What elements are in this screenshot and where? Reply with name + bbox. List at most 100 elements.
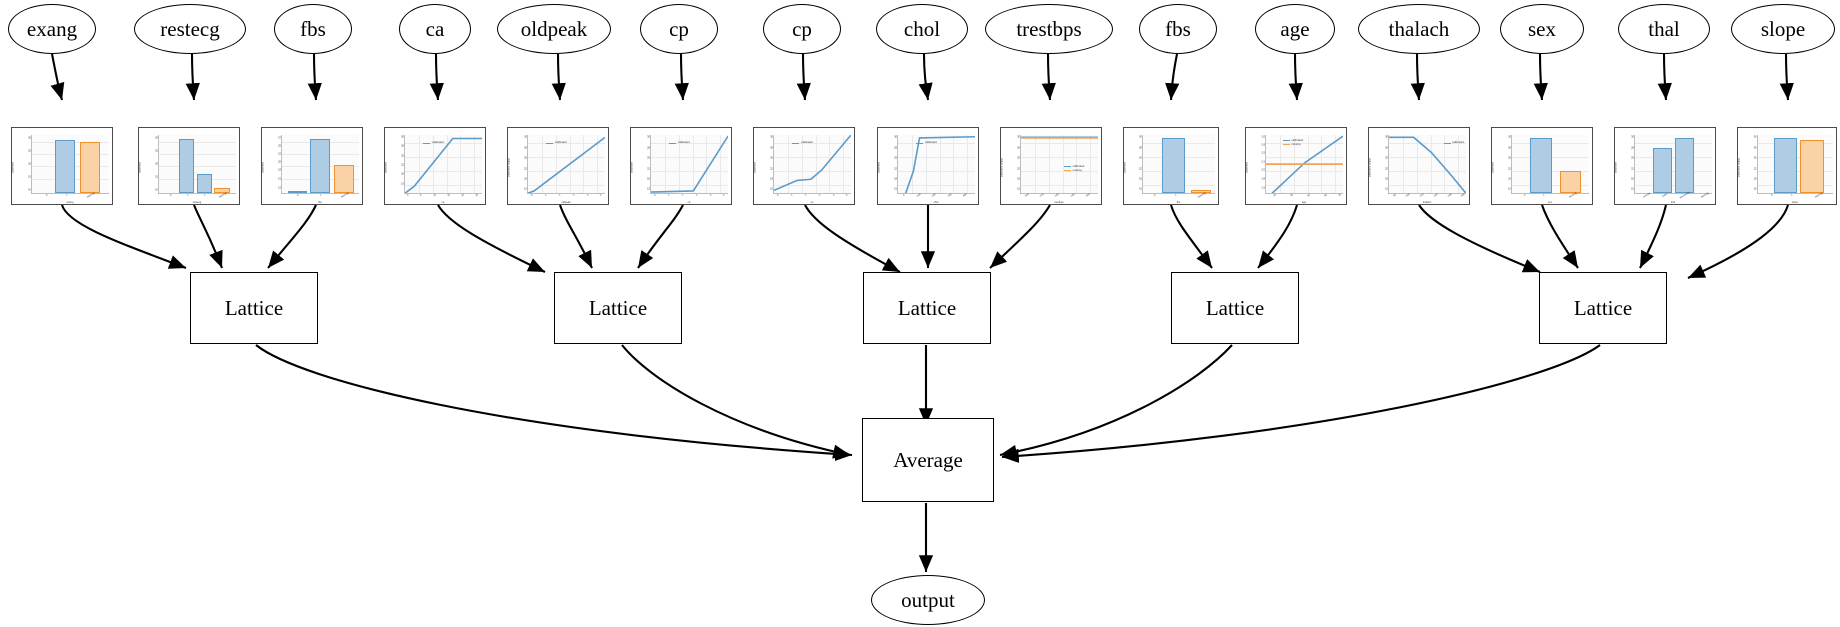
x-tick: 0 (653, 193, 657, 198)
x-tick: 5 (845, 193, 849, 198)
calibration-plot-cp-1[interactable]: 30 28 25 22 18 15 0 1 2 3 4 5 calibrated… (630, 127, 732, 205)
y-axis-label: calibrated output (507, 157, 511, 178)
feature-node-fbs-1[interactable]: fbs (274, 4, 352, 54)
x-tick: missing (1700, 191, 1710, 199)
calibration-plot-fbs-1[interactable]: 27 25 22 20 18 15 12 0 1 missing calibra… (261, 127, 363, 205)
calibration-plot-fbs-2[interactable]: 30 28 25 22 18 15 0 1 missing calibrated… (1123, 127, 1219, 205)
lattice-node-5[interactable]: Lattice (1539, 272, 1667, 344)
y-tick: 2.5 (1261, 151, 1265, 155)
lattice-node-3[interactable]: Lattice (863, 272, 991, 344)
y-axis-label: calibrated (261, 161, 265, 174)
plot-axes: 30 28 25 22 18 15 0 1 2 3 4 5 calibrated (524, 134, 605, 198)
y-tick: 18 (278, 168, 281, 172)
calibrated-line (651, 135, 728, 193)
y-tick: 30 (647, 135, 650, 139)
y-tick: 30 (770, 135, 773, 139)
y-tick: 25 (401, 154, 404, 158)
lattice-node-2[interactable]: Lattice (554, 272, 682, 344)
calibration-plot-exang[interactable]: 30 25 20 15 10 0 1 missing calibrated ex… (11, 127, 113, 205)
x-tick: 0 (1523, 193, 1527, 198)
plot-axes: 30 28 25 22 18 15 0 1 2 3 4 5 calibrated (770, 134, 851, 198)
calibration-plot-age[interactable]: 3.0 2.8 2.5 2.2 2.0 1.8 1.5 30 40 50 60 … (1245, 127, 1347, 205)
calibration-plot-thalach[interactable]: 30 28 25 22 18 15 80 100 120 140 160 180… (1368, 127, 1470, 205)
calibration-plot-thal[interactable]: 30 28 25 22 18 15 normal fixed reversibl… (1614, 127, 1716, 205)
feature-label: age (1280, 16, 1310, 41)
feature-node-chol[interactable]: chol (876, 4, 968, 54)
feature-label: cp (669, 16, 689, 41)
calibration-plot-chol[interactable]: 30 28 25 22 18 15 0 100 200 300 400 cali… (877, 127, 979, 205)
y-tick: 18 (894, 177, 897, 181)
feature-node-restecg[interactable]: restecg (134, 4, 246, 54)
y-tick: 10 (28, 188, 31, 192)
y-axis-label: calibrated output (1000, 157, 1004, 178)
feature-node-fbs-2[interactable]: fbs (1139, 4, 1217, 54)
y-tick: 25 (1631, 156, 1634, 160)
plot-axes: 30 28 25 22 20 15 0 5 10 15 20 25 calibr… (401, 134, 482, 198)
y-tick: 20 (278, 160, 281, 164)
plot-legend: calibrated (546, 141, 567, 145)
calibration-plot-ca[interactable]: 30 28 25 22 20 15 0 5 10 15 20 25 calibr… (384, 127, 486, 205)
feature-label: slope (1760, 16, 1806, 41)
y-axis-label: calibrated output (1737, 157, 1741, 178)
calibration-plot-oldpeak[interactable]: 30 28 25 22 18 15 0 1 2 3 4 5 calibrated… (507, 127, 609, 205)
feature-node-cp-1[interactable]: cp (640, 4, 718, 54)
x-tick: 100 (1405, 192, 1411, 198)
y-tick: 22 (647, 167, 650, 171)
calibration-plot-restecg[interactable]: 30 25 20 15 10 0 1 2 missing calibrated … (138, 127, 240, 205)
x-tick: 1 (1790, 193, 1794, 198)
y-tick: 28 (770, 146, 773, 150)
feature-node-cp-2[interactable]: cp (763, 4, 841, 54)
feature-node-slope[interactable]: slope (1731, 4, 1835, 54)
x-tick: 0 (901, 193, 905, 198)
feature-node-thal[interactable]: thal (1618, 4, 1710, 54)
y-tick: 22 (1631, 167, 1634, 171)
y-tick: 30 (894, 135, 897, 139)
x-tick: 5 (419, 193, 423, 198)
feature-node-age[interactable]: age (1255, 4, 1335, 54)
y-tick: 15 (1631, 187, 1634, 191)
y-tick: 30 (1017, 135, 1020, 139)
lattice-node-1[interactable]: Lattice (190, 272, 318, 344)
x-tick: 5 (599, 193, 603, 198)
x-tick: 25 (474, 193, 479, 198)
feature-node-oldpeak[interactable]: oldpeak (497, 4, 611, 54)
plot-axes: 27 25 22 20 18 15 12 0 1 missing (278, 134, 359, 199)
x-tick: 120 (1419, 192, 1425, 198)
output-node[interactable]: output (871, 575, 985, 625)
feature-label: fbs (300, 16, 326, 41)
feature-label: thalach (1388, 16, 1450, 41)
feature-node-exang[interactable]: exang (8, 4, 96, 54)
feature-node-sex[interactable]: sex (1500, 4, 1584, 54)
y-tick: 15 (770, 187, 773, 191)
y-tick: 15 (894, 187, 897, 191)
average-node[interactable]: Average (862, 418, 994, 502)
y-tick: 25 (1508, 156, 1511, 160)
y-tick: 25 (894, 156, 897, 160)
y-tick: 30 (1631, 135, 1634, 139)
y-tick: 30 (1385, 135, 1388, 139)
x-tick: 0 (45, 193, 49, 198)
lattice-node-4[interactable]: Lattice (1171, 272, 1299, 344)
y-axis-label: calibrated (630, 161, 634, 174)
y-tick: 27 (278, 136, 281, 140)
calibration-plot-sex[interactable]: 30 28 25 22 18 15 0 1 missing calibrated… (1491, 127, 1593, 205)
x-tick: 1 (790, 193, 794, 198)
plot-legend: calibrated (669, 141, 690, 145)
calibration-plot-cp-2[interactable]: 30 28 25 22 18 15 0 1 2 3 4 5 calibrated… (753, 127, 855, 205)
x-tick: 100 (1023, 192, 1030, 198)
x-tick: 180 (1085, 192, 1091, 198)
x-tick: 3 (818, 193, 821, 198)
y-tick: 30 (28, 136, 31, 140)
x-axis-label: thalach (1422, 200, 1432, 204)
plot-axes: 3.0 2.8 2.5 2.2 2.0 1.8 1.5 30 40 50 60 … (1261, 134, 1343, 197)
feature-node-ca[interactable]: ca (399, 4, 471, 54)
y-tick: 18 (1631, 177, 1634, 181)
calibrated-line (405, 135, 482, 193)
calibration-plot-slope[interactable]: 30 28 25 22 18 15 0 1 missing calibrated… (1737, 127, 1837, 205)
x-axis-label: sex (1547, 200, 1553, 204)
calibration-plot-trestbps[interactable]: 30 28 25 22 18 15 100 120 140 160 180 ca… (1000, 127, 1102, 205)
feature-node-trestbps[interactable]: trestbps (985, 4, 1113, 54)
x-axis-label: slope (1791, 200, 1798, 204)
feature-node-thalach[interactable]: thalach (1358, 4, 1480, 54)
calibrated-line (528, 135, 605, 193)
